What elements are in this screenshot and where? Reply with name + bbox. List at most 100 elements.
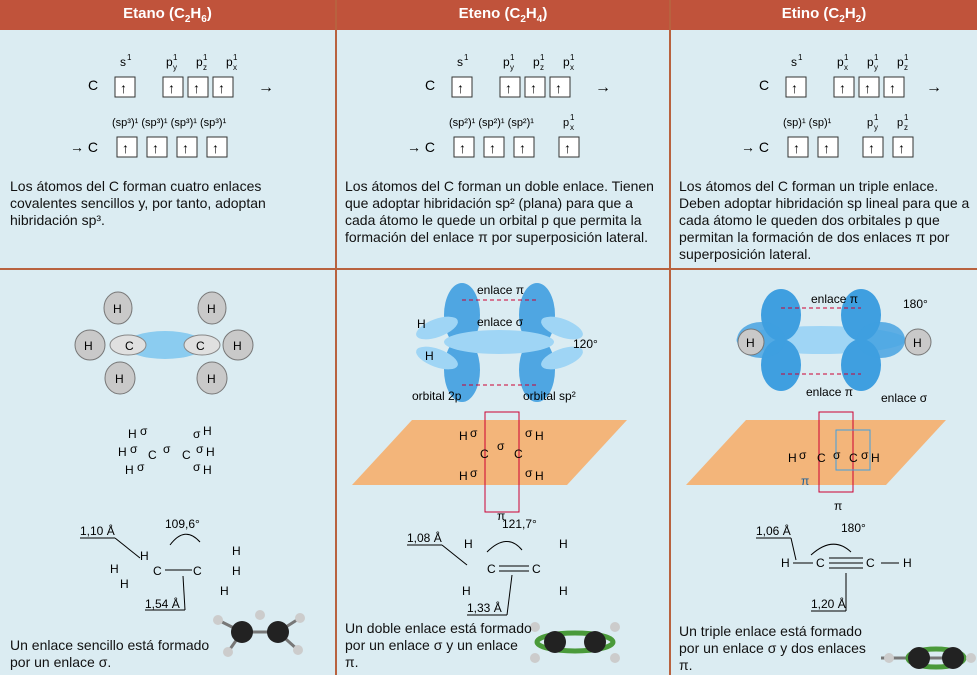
- svg-text:↑: ↑: [864, 80, 871, 96]
- svg-text:p: p: [503, 55, 510, 69]
- bond-length-label: 1,06 Å: [756, 523, 791, 538]
- svg-text:(sp²)¹ (sp²)¹ (sp²)¹: (sp²)¹ (sp²)¹ (sp²)¹: [449, 117, 534, 129]
- svg-text:x: x: [570, 123, 574, 132]
- svg-text:1: 1: [173, 53, 178, 62]
- svg-text:C: C: [849, 451, 858, 465]
- svg-text:1: 1: [510, 53, 515, 62]
- svg-text:p: p: [563, 117, 569, 129]
- bond-length-label: 1,54 Å: [145, 596, 180, 611]
- paragraph-eteno: Los átomos del C forman un doble enlace.…: [345, 178, 665, 246]
- svg-text:H: H: [417, 317, 426, 331]
- svg-text:1: 1: [464, 53, 469, 62]
- svg-text:H: H: [535, 429, 544, 443]
- svg-text:C: C: [125, 339, 134, 353]
- svg-text:H: H: [233, 339, 242, 353]
- svg-text:H: H: [788, 451, 797, 465]
- bottom-text-etano: Un enlace sencillo está formado por un e…: [10, 637, 230, 671]
- svg-text:H: H: [207, 372, 216, 386]
- svg-text:σ: σ: [196, 442, 204, 456]
- svg-text:H: H: [110, 562, 119, 576]
- angle-label: 180°: [841, 521, 866, 535]
- svg-text:σ: σ: [470, 466, 478, 480]
- svg-text:H: H: [84, 339, 93, 353]
- svg-text:1: 1: [127, 53, 132, 62]
- orbital-diagram-eteno: s1 p1y p1z p1x C ↑ ↑ ↑ ↑ → (sp²)¹ (sp²)¹…: [337, 30, 669, 170]
- svg-text:C: C: [148, 448, 157, 462]
- svg-text:↑: ↑: [793, 140, 800, 156]
- svg-text:→: →: [926, 79, 942, 96]
- svg-text:↑: ↑: [182, 140, 189, 156]
- ethyne-orbital-model: HH enlace π 180° enlace π enlace σ: [736, 289, 931, 405]
- svg-text:C: C: [532, 562, 541, 576]
- svg-text:↑: ↑: [555, 80, 562, 96]
- svg-text:H: H: [206, 445, 215, 459]
- svg-text:C: C: [425, 77, 435, 93]
- bond-length-label: 1,20 Å: [811, 596, 846, 611]
- svg-text:σ: σ: [833, 448, 841, 462]
- svg-text:1: 1: [844, 53, 849, 62]
- label-enlace-sigma: enlace σ: [477, 315, 524, 329]
- paragraph-etano: Los átomos del C forman cuatro enlaces c…: [10, 178, 310, 229]
- svg-text:↑: ↑: [459, 140, 466, 156]
- svg-text:σ: σ: [163, 442, 171, 456]
- svg-text:1: 1: [874, 113, 879, 122]
- illustration-eteno: enlace π enlace σ HH 120° orbital 2p orb…: [337, 270, 669, 675]
- svg-text:π: π: [801, 474, 809, 488]
- svg-text:p: p: [897, 55, 904, 69]
- bond-length-label: 1,08 Å: [407, 530, 442, 545]
- svg-text:H: H: [903, 556, 912, 570]
- ethyne-ball-stick-model: [881, 647, 976, 669]
- svg-text:C: C: [487, 562, 496, 576]
- svg-text:z: z: [540, 63, 544, 72]
- svg-text:z: z: [203, 63, 207, 72]
- svg-text:y: y: [874, 123, 878, 132]
- svg-text:H: H: [120, 577, 129, 591]
- svg-text:↑: ↑: [791, 80, 798, 96]
- orbital-label: s: [120, 55, 126, 69]
- svg-text:↑: ↑: [889, 80, 896, 96]
- svg-text:H: H: [559, 584, 568, 598]
- svg-text:1: 1: [203, 53, 208, 62]
- svg-text:↑: ↑: [152, 140, 159, 156]
- svg-text:x: x: [233, 63, 237, 72]
- svg-text:↑: ↑: [898, 140, 905, 156]
- svg-text:z: z: [904, 123, 908, 132]
- svg-text:C: C: [480, 447, 489, 461]
- svg-text:H: H: [459, 469, 468, 483]
- header-etano-text: Etano (C2H6): [123, 5, 212, 25]
- svg-text:C: C: [153, 564, 162, 578]
- svg-text:↑: ↑: [823, 140, 830, 156]
- svg-text:C: C: [193, 564, 202, 578]
- svg-text:(sp³)¹ (sp³)¹ (sp³)¹ (sp³)¹: (sp³)¹ (sp³)¹ (sp³)¹ (sp³)¹: [112, 117, 227, 129]
- svg-text:1: 1: [540, 53, 545, 62]
- svg-text:1: 1: [904, 53, 909, 62]
- svg-text:p: p: [867, 117, 873, 129]
- svg-text:σ: σ: [193, 427, 201, 441]
- svg-text:↑: ↑: [519, 140, 526, 156]
- svg-text:1: 1: [570, 53, 575, 62]
- header-eteno-text: Eteno (C2H4): [459, 5, 548, 25]
- svg-text:H: H: [746, 336, 755, 350]
- svg-text:s: s: [457, 55, 463, 69]
- bottom-text-etino: Un triple enlace está formado por un enl…: [679, 623, 869, 674]
- svg-text:σ: σ: [525, 426, 533, 440]
- svg-text:σ: σ: [137, 460, 145, 474]
- svg-text:H: H: [140, 549, 149, 563]
- svg-text:s: s: [791, 55, 797, 69]
- svg-text:H: H: [871, 451, 880, 465]
- label-enlace-pi: enlace π: [811, 292, 858, 306]
- angle-label: 120°: [573, 337, 598, 351]
- svg-text:↑: ↑: [564, 140, 571, 156]
- svg-text:H: H: [535, 469, 544, 483]
- svg-text:H: H: [203, 463, 212, 477]
- svg-text:p: p: [166, 55, 173, 69]
- header-etano: Etano (C2H6): [0, 0, 335, 30]
- bottom-text-eteno: Un doble enlace está formado por un enla…: [345, 620, 535, 671]
- angle-label: 180°: [903, 297, 928, 311]
- svg-text:H: H: [232, 564, 241, 578]
- svg-text:C: C: [182, 448, 191, 462]
- svg-text:→ C: → C: [70, 139, 98, 155]
